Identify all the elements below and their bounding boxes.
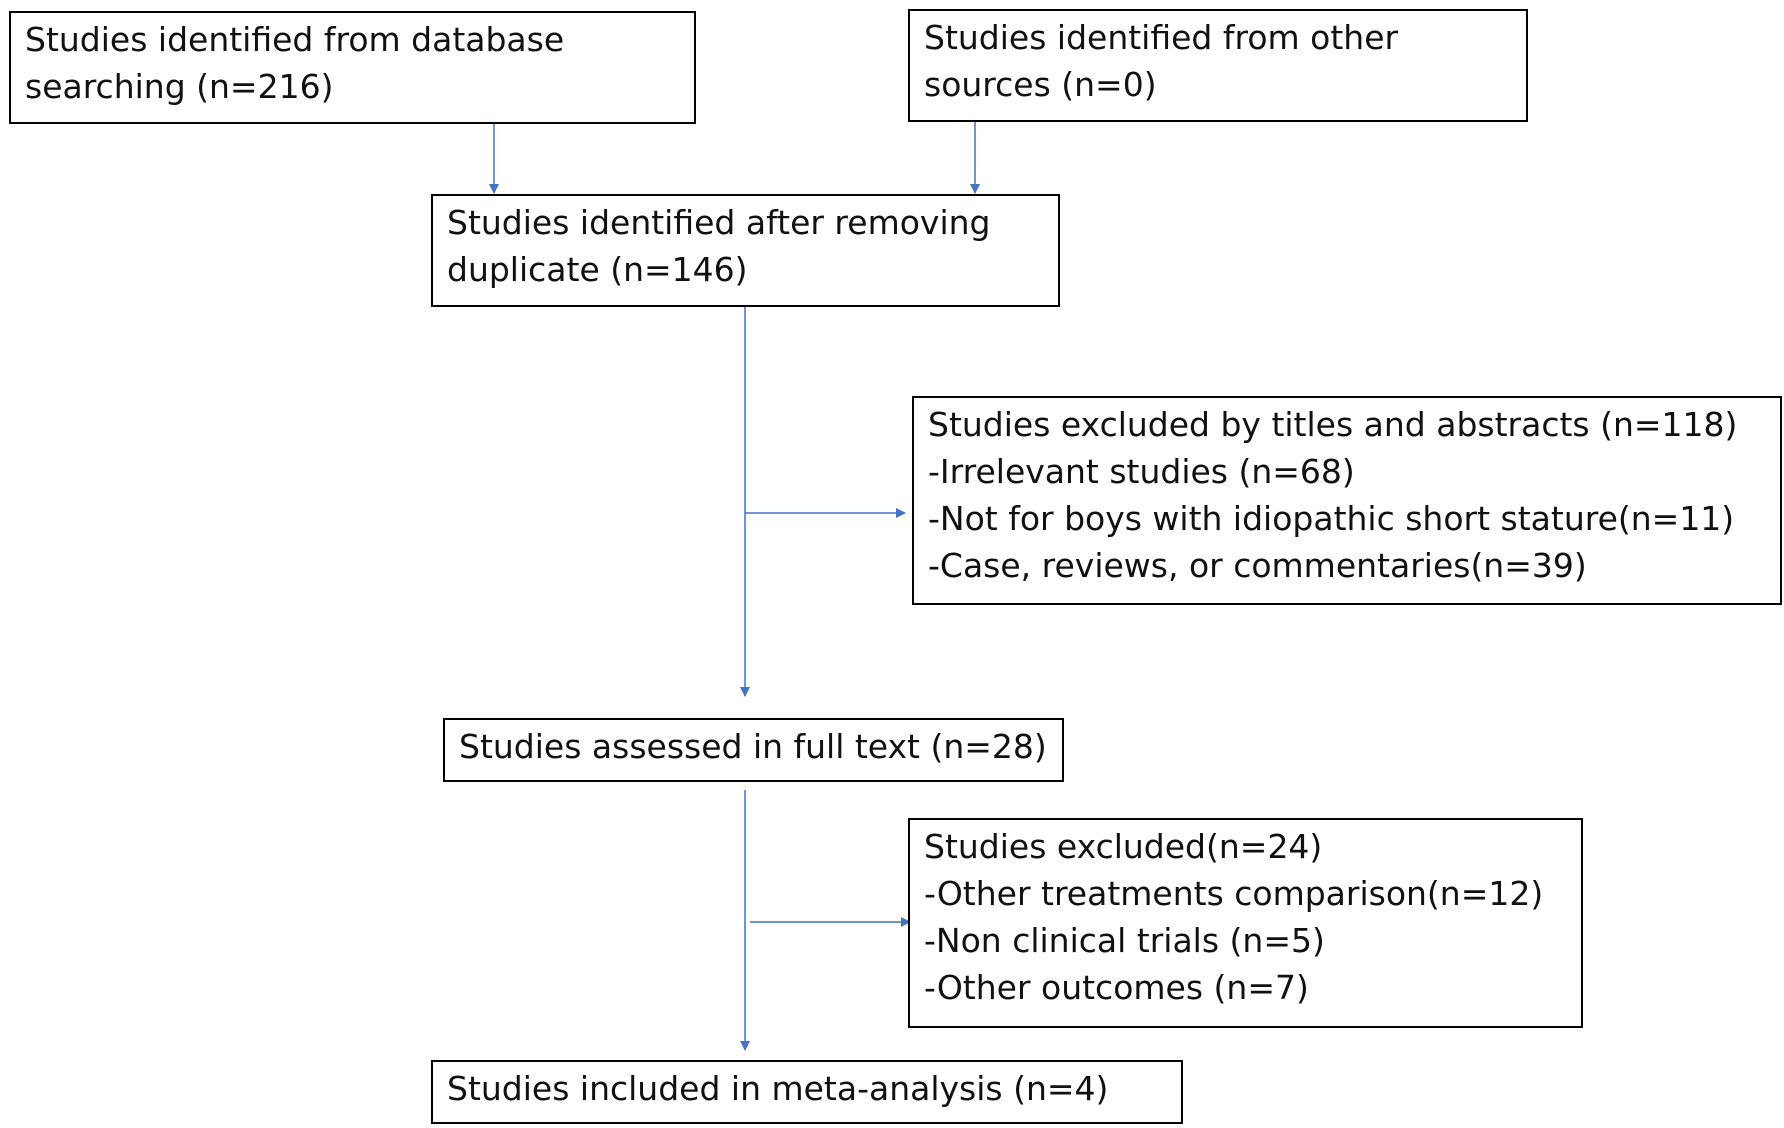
- box-line: sources (n=0): [924, 65, 1157, 104]
- full-text-box: Studies assessed in full text (n=28): [443, 718, 1064, 782]
- box-line: -Non clinical trials (n=5): [924, 921, 1325, 960]
- after-duplicates-box: Studies identified after removing duplic…: [431, 194, 1060, 307]
- excluded-full-text-box: Studies excluded(n=24) -Other treatments…: [908, 818, 1583, 1028]
- included-box: Studies included in meta-analysis (n=4): [431, 1060, 1183, 1124]
- box-line: -Other treatments comparison(n=12): [924, 874, 1544, 913]
- box-line: Studies assessed in full text (n=28): [459, 727, 1047, 766]
- box-line: Studies identified from other: [924, 18, 1399, 57]
- box-line: Studies included in meta-analysis (n=4): [447, 1069, 1109, 1108]
- excluded-by-titles-box: Studies excluded by titles and abstracts…: [912, 396, 1782, 605]
- other-sources-box: Studies identified from other sources (n…: [908, 9, 1528, 122]
- box-line: -Case, reviews, or commentaries(n=39): [928, 546, 1587, 585]
- box-line: -Not for boys with idiopathic short stat…: [928, 499, 1735, 538]
- box-line: Studies excluded by titles and abstracts…: [928, 405, 1738, 444]
- box-line: duplicate (n=146): [447, 250, 748, 289]
- box-line: searching (n=216): [25, 67, 334, 106]
- database-search-box: Studies identified from database searchi…: [9, 11, 696, 124]
- box-line: Studies excluded(n=24): [924, 827, 1323, 866]
- box-line: -Irrelevant studies (n=68): [928, 452, 1355, 491]
- box-line: Studies identified from database: [25, 20, 565, 59]
- box-line: -Other outcomes (n=7): [924, 968, 1309, 1007]
- box-line: Studies identified after removing: [447, 203, 991, 242]
